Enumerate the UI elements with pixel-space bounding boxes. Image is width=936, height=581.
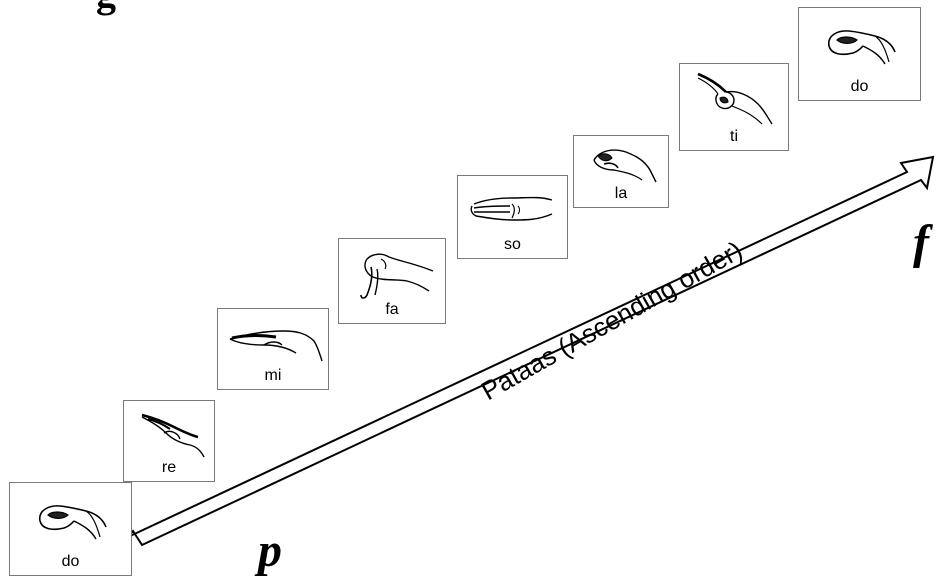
note-label-re: re bbox=[161, 459, 177, 476]
thumb-down-icon bbox=[360, 253, 434, 299]
note-label-do-low: do bbox=[61, 553, 80, 570]
piano-dynamic: p bbox=[258, 524, 282, 577]
note-label-mi: mi bbox=[264, 367, 282, 384]
note-card-do-low: do bbox=[9, 482, 132, 576]
flat-hand-down-icon bbox=[141, 413, 205, 458]
note-card-so: so bbox=[457, 175, 568, 259]
title-fragment: g bbox=[96, 0, 117, 14]
note-card-do-high: do bbox=[798, 7, 921, 101]
note-label-la: la bbox=[614, 185, 628, 202]
pointing-up-icon bbox=[697, 72, 773, 125]
curved-hand-icon bbox=[593, 149, 657, 183]
note-card-ti: ti bbox=[679, 63, 789, 151]
fist-icon bbox=[38, 505, 107, 540]
note-label-fa: fa bbox=[385, 301, 399, 318]
ascending-arrow-shape bbox=[127, 155, 935, 547]
fist-icon bbox=[827, 30, 896, 65]
note-card-mi: mi bbox=[217, 308, 329, 390]
open-palm-icon bbox=[470, 196, 553, 221]
flat-hand-side-icon bbox=[229, 330, 323, 362]
note-label-ti: ti bbox=[730, 128, 738, 145]
note-label-so: so bbox=[504, 236, 521, 253]
note-card-re: re bbox=[123, 400, 215, 482]
note-label-do-high: do bbox=[850, 78, 869, 95]
forte-dynamic: f bbox=[913, 216, 929, 269]
note-card-fa: fa bbox=[338, 238, 446, 324]
note-card-la: la bbox=[573, 135, 669, 208]
